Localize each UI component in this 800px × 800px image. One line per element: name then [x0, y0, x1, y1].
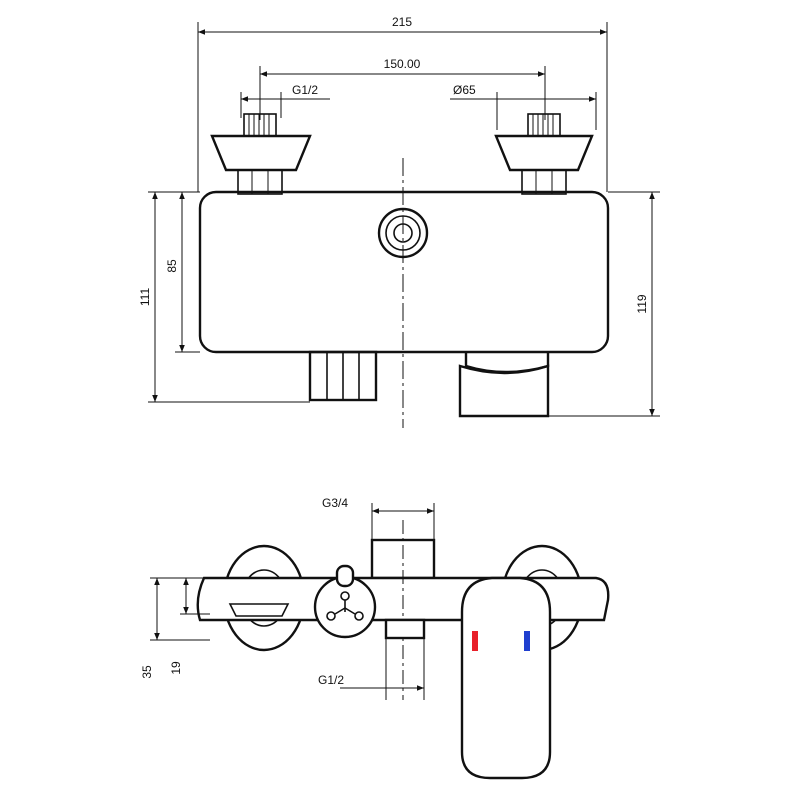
dim-inlet-thread: G1/2	[292, 83, 318, 97]
lower-connector	[384, 618, 426, 640]
right-inlet-connector	[494, 113, 594, 195]
mixer-body-front	[198, 190, 610, 354]
thermostat-knob	[313, 564, 377, 639]
dim-overall-width: 215	[392, 15, 412, 29]
side-view: G3/4 G1/2	[140, 496, 610, 780]
hot-indicator	[472, 631, 478, 651]
dim-outlet-thread: G3/4	[322, 496, 348, 510]
diverter-outlet	[308, 350, 378, 402]
top-view: 215 150.00 G1/2 Ø65	[138, 15, 660, 428]
dim-lower-thread: G1/2	[318, 673, 344, 687]
dim-inlet-spacing: 150.00	[384, 57, 421, 71]
dim-height-body: 85	[165, 259, 179, 273]
body-detail	[228, 603, 290, 617]
spout-front	[458, 352, 550, 418]
dim-height-right: 119	[635, 294, 649, 313]
dim-height-b: 19	[169, 661, 183, 675]
dim-height-a: 35	[140, 665, 154, 679]
cold-indicator	[524, 631, 530, 651]
dim-height-overall: 111	[138, 288, 152, 307]
lever-handle	[460, 576, 552, 780]
dim-flange-diameter: Ø65	[453, 83, 476, 97]
left-inlet-connector	[210, 113, 312, 195]
